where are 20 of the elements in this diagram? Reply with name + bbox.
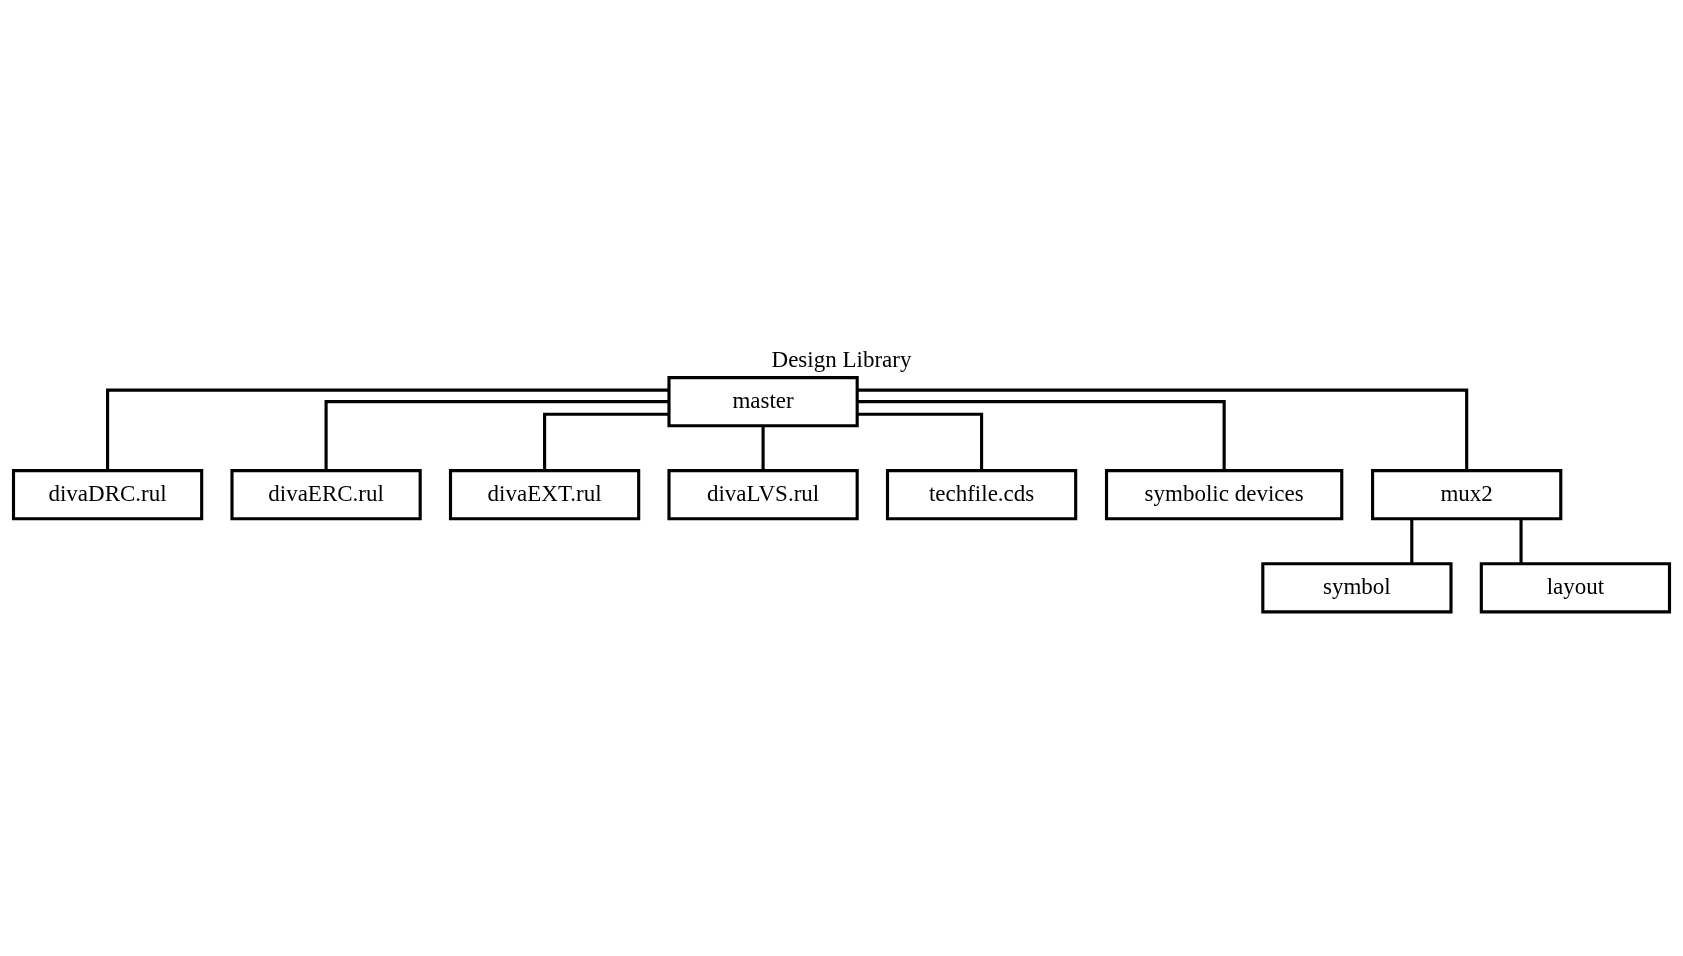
node-box: layout [1479, 562, 1672, 614]
connector [324, 400, 669, 471]
connector [857, 388, 1469, 471]
node-box: mux2 [1371, 469, 1563, 521]
connector [543, 412, 669, 471]
node-box: divaLVS.rul [667, 469, 859, 521]
node-box: master [667, 376, 859, 428]
node-box: divaDRC.rul [11, 469, 204, 521]
connector [1410, 519, 1414, 564]
connector [857, 412, 984, 471]
connector [857, 400, 1226, 471]
connector [106, 388, 669, 471]
node-box: symbol [1261, 562, 1453, 614]
node-box: techfile.cds [885, 469, 1078, 521]
connector [761, 426, 765, 471]
node-box: divaERC.rul [230, 469, 422, 521]
node-box: divaEXT.rul [448, 469, 641, 521]
node-box: symbolic devices [1104, 469, 1344, 521]
connector [1519, 519, 1523, 564]
diagram-title: Design Library [771, 346, 912, 372]
